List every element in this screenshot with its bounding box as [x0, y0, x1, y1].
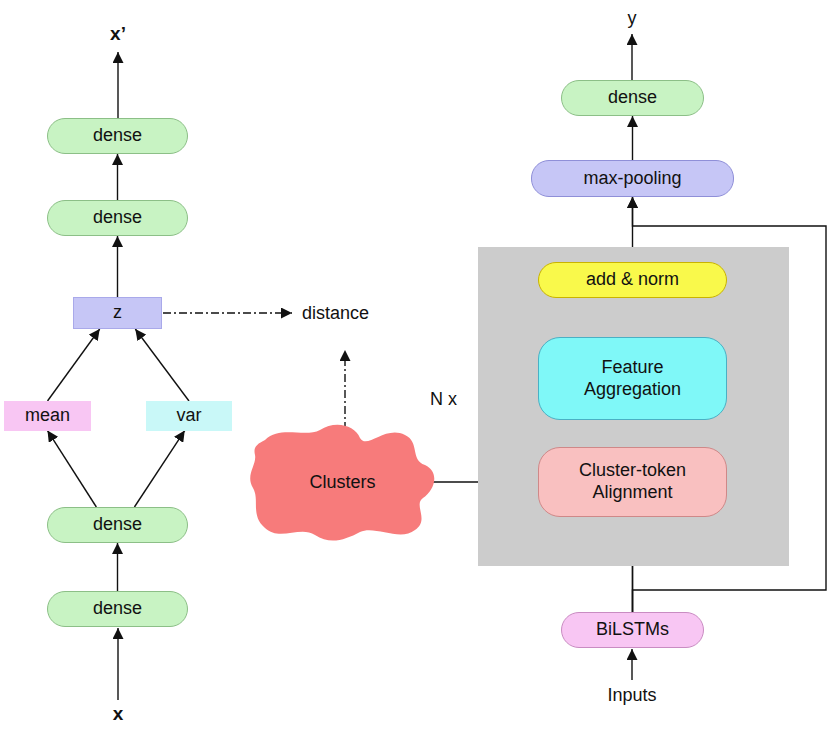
variance-box: var [146, 401, 232, 431]
process-box: dense [47, 591, 188, 627]
node-text: BiLSTMs [588, 615, 677, 645]
node-text: z [105, 298, 130, 328]
latent-box: z [73, 297, 162, 329]
process-box: dense [47, 507, 188, 543]
distance-arrow [163, 312, 292, 313]
annotation-label: x [113, 703, 124, 725]
process-box: dense [47, 200, 188, 236]
node-text: dense [85, 203, 150, 233]
flow-arrow [117, 236, 118, 297]
process-box: dense [561, 80, 704, 116]
node-text: dense [600, 83, 665, 113]
process-box: add & norm [538, 262, 727, 298]
node-text: Feature Aggregation [560, 353, 706, 404]
output-arrow [631, 34, 632, 80]
node-text: dense [85, 121, 150, 151]
node-text: max-pooling [575, 164, 689, 194]
node-text: dense [85, 510, 150, 540]
flow-arrow [117, 154, 118, 200]
flow-arrow [117, 543, 118, 591]
flow-arrow [48, 329, 100, 401]
cluster-distance-arrow [344, 350, 345, 430]
node-text: var [168, 401, 209, 431]
process-box: BiLSTMs [561, 612, 704, 648]
annotation-label: y [628, 8, 637, 29]
flow-arrow [632, 116, 633, 160]
annotation-label: x’ [110, 23, 126, 45]
annotation-label: distance [302, 303, 369, 324]
process-box: Feature Aggregation [538, 337, 727, 420]
cluster-blob: Clusters [245, 420, 440, 545]
process-box: Cluster-token Alignment [538, 447, 727, 517]
mean-box: mean [4, 401, 91, 431]
node-text: dense [85, 594, 150, 624]
node-text: Cluster-token Alignment [550, 456, 716, 507]
cluster-outline [250, 425, 434, 541]
repeat-label: N x [430, 389, 457, 411]
annotation-label: Inputs [607, 685, 656, 706]
node-text: add & norm [578, 265, 687, 295]
input-arrow [117, 628, 118, 700]
input-arrow [631, 649, 632, 680]
flow-arrow [134, 431, 184, 507]
node-text: Clusters [301, 468, 383, 498]
output-arrow [117, 52, 118, 118]
flow-arrow [135, 329, 189, 401]
layer-band: add & normFeature AggregationCluster-tok… [478, 247, 789, 566]
process-box: dense [47, 118, 188, 154]
flow-arrow [48, 431, 97, 507]
node-text: mean [17, 401, 78, 431]
process-box: max-pooling [531, 160, 734, 197]
